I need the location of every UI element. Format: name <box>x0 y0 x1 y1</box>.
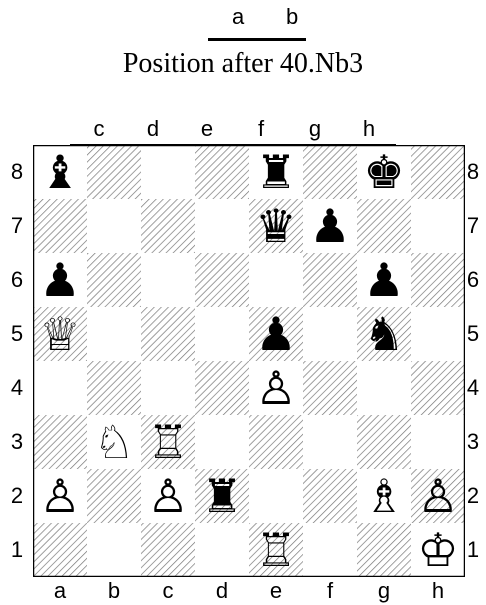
white-king-h1-icon: ♔ <box>417 523 458 577</box>
square-d7 <box>195 199 249 253</box>
square-e6 <box>249 253 303 307</box>
square-d3 <box>195 415 249 469</box>
square-b7 <box>87 199 141 253</box>
square-h8 <box>411 145 465 199</box>
white-knight-b3-icon: ♘ <box>93 415 134 469</box>
square-h5 <box>411 307 465 361</box>
board-top-file-h: h <box>359 116 379 142</box>
black-bishop-a8-icon: ♝ <box>39 145 80 199</box>
square-d4 <box>195 361 249 415</box>
white-pawn-e4-icon: ♙ <box>255 361 296 415</box>
square-e2 <box>249 469 303 523</box>
square-c8 <box>141 145 195 199</box>
rank-label-left-4: 4 <box>4 375 30 401</box>
white-queen-a5-icon: ♕ <box>39 307 80 361</box>
board-top-file-labels: c d e f g h <box>0 116 486 142</box>
square-a3 <box>33 415 87 469</box>
black-rook-d2-icon: ♜ <box>201 469 242 523</box>
board-top-file-g: g <box>305 116 325 142</box>
square-f8 <box>303 145 357 199</box>
board-top-file-c: c <box>89 116 109 142</box>
rank-label-left-1: 1 <box>4 537 30 563</box>
square-c1 <box>141 523 195 577</box>
board-top-file-e: e <box>197 116 217 142</box>
square-d6 <box>195 253 249 307</box>
board-top-file-d: d <box>143 116 163 142</box>
board-bottom-file-h: h <box>428 578 448 604</box>
white-rook-e1-icon: ♖ <box>255 523 296 577</box>
square-f3 <box>303 415 357 469</box>
square-e3 <box>249 415 303 469</box>
square-g1 <box>357 523 411 577</box>
black-king-g8-icon: ♚ <box>363 145 404 199</box>
board-bottom-file-e: e <box>266 578 286 604</box>
board-bottom-file-g: g <box>374 578 394 604</box>
rank-label-left-5: 5 <box>4 321 30 347</box>
square-a7 <box>33 199 87 253</box>
board-bottom-file-a: a <box>50 578 70 604</box>
board-bottom-file-labels: a b c d e f g h <box>0 578 486 604</box>
square-c6 <box>141 253 195 307</box>
square-f4 <box>303 361 357 415</box>
square-f1 <box>303 523 357 577</box>
square-c4 <box>141 361 195 415</box>
square-b5 <box>87 307 141 361</box>
square-f6 <box>303 253 357 307</box>
board-bottom-file-f: f <box>320 578 340 604</box>
square-d5 <box>195 307 249 361</box>
diagram-caption: Position after 40.Nb3 <box>0 48 486 80</box>
square-d1 <box>195 523 249 577</box>
rank-label-left-3: 3 <box>4 429 30 455</box>
square-c7 <box>141 199 195 253</box>
chess-board: ♝♜♚♛♟♟♟♕♟♞♙♘♖♙♙♜♗♙♖♔ <box>33 145 465 577</box>
square-f5 <box>303 307 357 361</box>
black-knight-g5-icon: ♞ <box>363 307 404 361</box>
white-rook-c3-icon: ♖ <box>147 415 188 469</box>
square-b4 <box>87 361 141 415</box>
rank-label-left-6: 6 <box>4 267 30 293</box>
top-file-label-a: a <box>232 4 244 30</box>
square-b2 <box>87 469 141 523</box>
black-pawn-e5-icon: ♟ <box>255 307 296 361</box>
square-b1 <box>87 523 141 577</box>
rank-label-left-8: 8 <box>4 159 30 185</box>
top-file-labels: a b <box>0 0 486 44</box>
white-pawn-c2-icon: ♙ <box>147 469 188 523</box>
square-a4 <box>33 361 87 415</box>
black-pawn-f7-icon: ♟ <box>309 199 350 253</box>
black-pawn-g6-icon: ♟ <box>363 253 404 307</box>
black-pawn-a6-icon: ♟ <box>39 253 80 307</box>
board-bottom-file-c: c <box>158 578 178 604</box>
white-pawn-a2-icon: ♙ <box>39 469 80 523</box>
square-g3 <box>357 415 411 469</box>
rank-labels-left: 8 7 6 5 4 3 2 1 <box>4 145 30 577</box>
top-file-underline <box>208 38 306 41</box>
rank-label-left-2: 2 <box>4 483 30 509</box>
square-f2 <box>303 469 357 523</box>
square-h4 <box>411 361 465 415</box>
chess-board-svg: ♝♜♚♛♟♟♟♕♟♞♙♘♖♙♙♜♗♙♖♔ <box>33 145 465 577</box>
board-bottom-file-d: d <box>212 578 232 604</box>
rank-label-left-7: 7 <box>4 213 30 239</box>
square-b6 <box>87 253 141 307</box>
square-h6 <box>411 253 465 307</box>
square-c5 <box>141 307 195 361</box>
black-rook-e8-icon: ♜ <box>255 145 296 199</box>
square-g7 <box>357 199 411 253</box>
square-h7 <box>411 199 465 253</box>
square-h3 <box>411 415 465 469</box>
square-d8 <box>195 145 249 199</box>
white-bishop-g2-icon: ♗ <box>363 469 404 523</box>
board-top-file-f: f <box>251 116 271 142</box>
top-file-label-b: b <box>286 4 298 30</box>
board-bottom-file-b: b <box>104 578 124 604</box>
square-a1 <box>33 523 87 577</box>
square-b8 <box>87 145 141 199</box>
square-g4 <box>357 361 411 415</box>
black-queen-e7-icon: ♛ <box>255 199 296 253</box>
white-pawn-h2-icon: ♙ <box>417 469 458 523</box>
